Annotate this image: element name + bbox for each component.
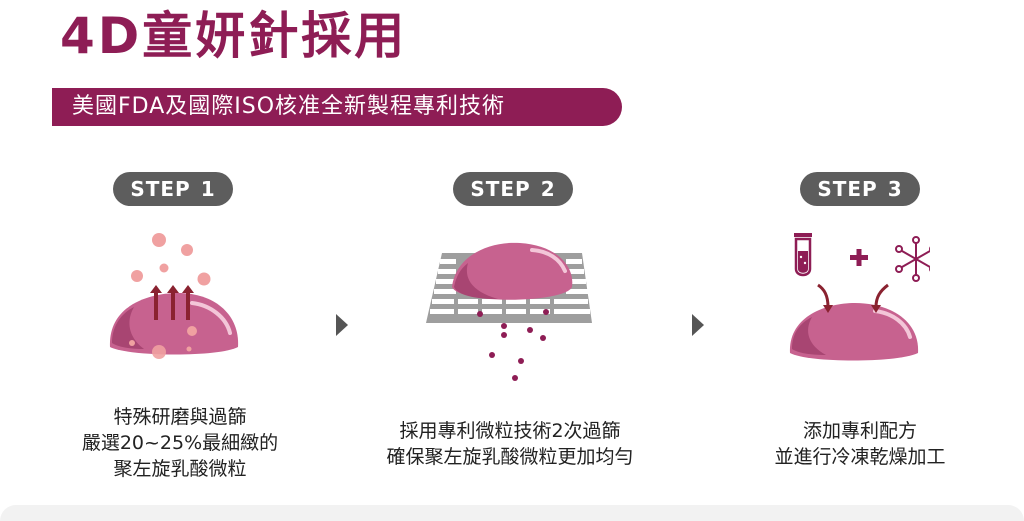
next-arrow-icon <box>336 314 348 336</box>
step-3-pill: STEP 3 <box>800 172 920 206</box>
step-1-pill: STEP 1 <box>113 172 233 206</box>
step-label: STEP <box>817 177 878 201</box>
next-arrow-icon <box>692 314 704 336</box>
snowflake-icon <box>895 236 930 282</box>
card-bottom-edge <box>0 505 1024 521</box>
subtitle-banner: 美國FDA及國際ISO核准全新製程專利技術 <box>52 88 622 126</box>
caption-line: 確保聚左旋乳酸微粒更加均勻 <box>386 446 634 468</box>
step-2-pill: STEP 2 <box>453 172 573 206</box>
caption-line: 嚴選20~25%最細緻的 <box>81 432 279 454</box>
step-2-caption: 採用專利微粒技術2次過篩 確保聚左旋乳酸微粒更加均勻 <box>340 418 680 470</box>
step-1-caption: 特殊研磨與過篩 嚴選20~25%最細緻的 聚左旋乳酸微粒 <box>50 404 310 482</box>
caption-line: 並進行冷凍乾燥加工 <box>774 446 946 468</box>
step-3-caption: 添加專利配方 並進行冷凍乾燥加工 <box>730 418 990 470</box>
step-number: 2 <box>540 177 556 201</box>
step-number: 1 <box>200 177 216 201</box>
test-tube-icon <box>794 233 812 277</box>
caption-line: 聚左旋乳酸微粒 <box>113 458 247 480</box>
step-label: STEP <box>470 177 531 201</box>
caption-line: 添加專利配方 <box>802 420 917 442</box>
page-title: 4D童妍針採用 <box>60 7 408 65</box>
step-number: 3 <box>887 177 903 201</box>
sieve-blob-icon <box>426 242 592 381</box>
plus-icon <box>850 249 868 266</box>
step-label: STEP <box>130 177 191 201</box>
freeze-dry-blob-icon <box>789 233 930 361</box>
grinding-blob-icon <box>109 233 239 359</box>
caption-line: 採用專利微粒技術2次過篩 <box>399 420 621 442</box>
caption-line: 特殊研磨與過篩 <box>113 406 247 428</box>
